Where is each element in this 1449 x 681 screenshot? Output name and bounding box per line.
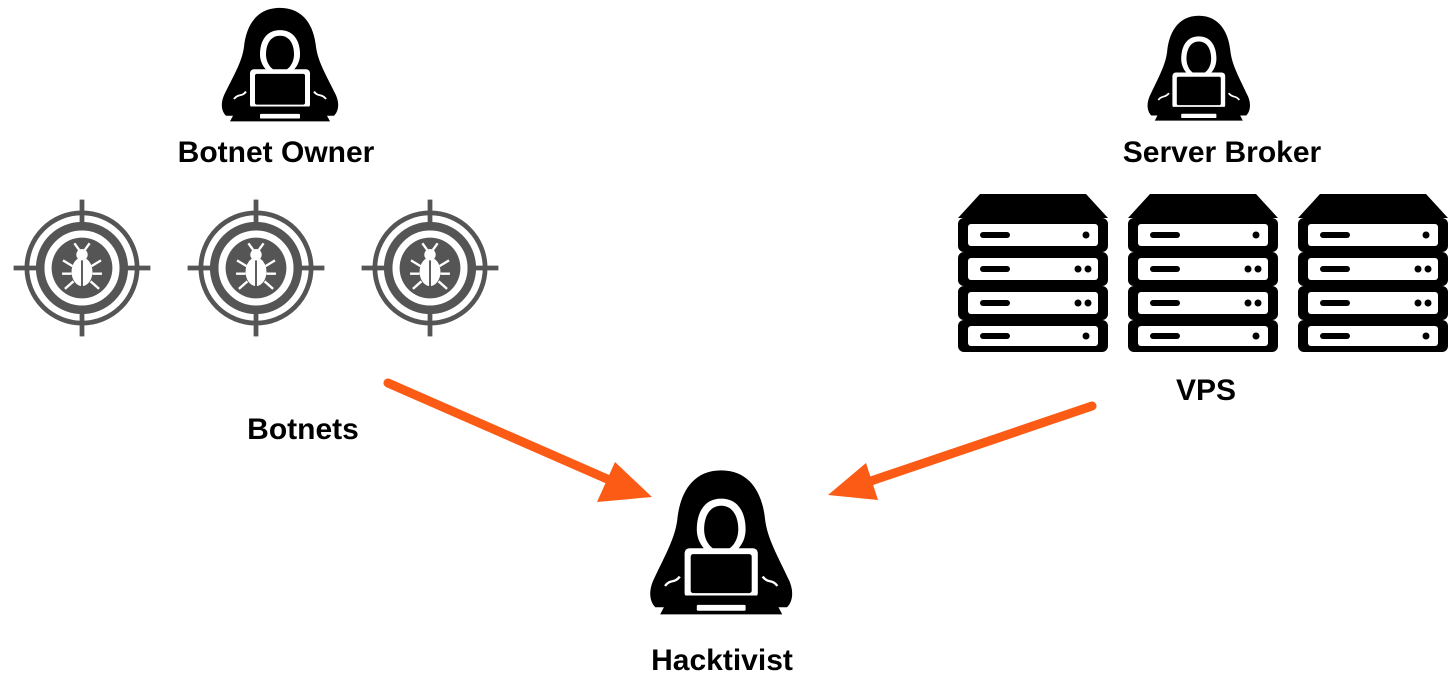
hacktivist-label: Hacktivist [651,644,793,677]
botnets-label: Botnets [247,413,359,446]
botnet-bug-target-icon [362,200,499,337]
vps-server-rack-icon [958,194,1108,352]
botnet-owner-label: Botnet Owner [177,136,375,169]
vps-server-rack-icon [1298,194,1448,352]
vps-label: VPS [1175,374,1237,407]
botnet-bug-target-icon [188,200,325,337]
server-broker-icon [1146,14,1251,122]
vps-server-rack-icon [1128,194,1278,352]
hacktivist-icon [648,469,794,616]
botnet-bug-target-icon [14,200,151,337]
botnets-to-hacktivist-arrow [383,378,652,502]
vps-to-hacktivist-arrow [828,401,1097,500]
server-broker-label: Server Broker [1122,136,1322,169]
botnet-owner-icon [220,6,340,123]
